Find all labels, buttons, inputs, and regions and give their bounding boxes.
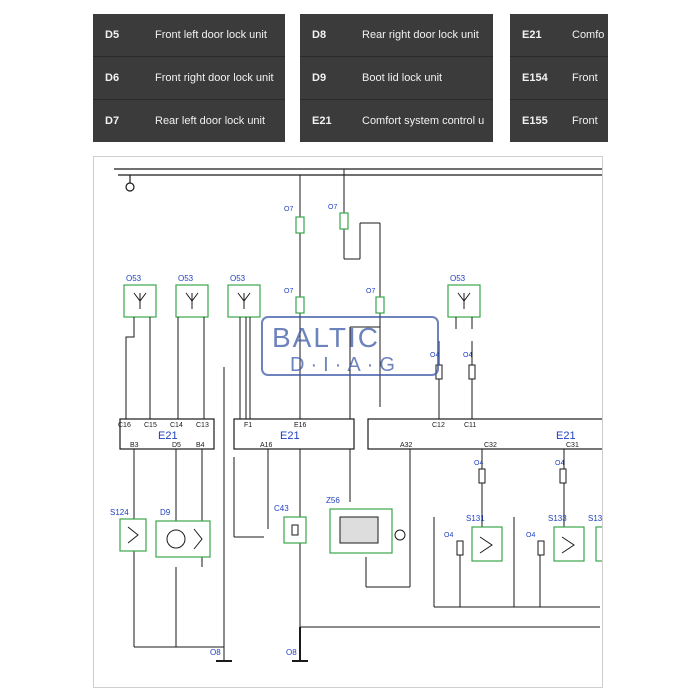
ground-group [216,627,308,662]
ground-label: O8 [286,648,297,657]
antenna-group [123,284,481,318]
pin-label: A32 [400,442,413,449]
legend-code: D6 [105,72,120,84]
antenna-label: O53 [178,274,194,283]
component-label: S131 [466,514,485,523]
fuse-group [295,212,385,314]
legend-row: E21 Comfo [510,14,608,57]
fuse-label: O7 [284,206,293,213]
legend-row: D9 Boot lid lock unit [300,57,493,100]
legend-code: E155 [522,115,548,127]
legend-row: D6 Front right door lock unit [93,57,285,100]
module-boxes [119,418,602,450]
component-details [127,516,575,554]
pin-label: C31 [566,442,579,449]
component-label: S124 [110,508,129,517]
connector-label: O4 [555,460,564,467]
legend-row: D5 Front left door lock unit [93,14,285,57]
pin-label: C11 [464,422,476,429]
pin-label: C12 [432,422,445,429]
pin-label: C32 [484,442,497,449]
antenna-label: O53 [230,274,246,283]
legend-desc: Rear right door lock unit [362,29,479,41]
component-label: D9 [160,508,171,517]
legend-row: E155 Front [510,100,608,142]
pin-label: C16 [118,422,131,429]
legend-row: D7 Rear left door lock unit [93,100,285,142]
pin-label: B3 [130,442,139,449]
fuse-wires [299,169,381,627]
fuse-label: O7 [284,288,293,295]
pin-label: E16 [294,422,307,429]
legend-row: E21 Comfort system control u [300,100,493,142]
pin-label: C13 [196,422,209,429]
module-title: E21 [280,430,300,442]
component-label: S13 [588,514,602,523]
legend-code: D9 [312,72,327,84]
watermark-top: BALTIC [272,322,380,353]
pin-label: D5 [172,442,181,449]
pin-label: A16 [260,442,273,449]
pin-label: B4 [196,442,205,449]
connector-label: O4 [474,460,483,467]
legend-desc: Front right door lock unit [155,72,274,84]
legend-desc: Comfort system control u [362,115,485,127]
fuse-label: O7 [366,288,375,295]
connector-label: O4 [526,532,535,539]
pin-label: C14 [170,422,183,429]
legend-row: E154 Front [510,57,608,100]
legend-desc: Comfo [572,29,605,41]
pin-label: C15 [144,422,157,429]
legend-column-2: D8 Rear right door lock unit D9 Boot lid l… [300,14,493,142]
component-group [119,508,602,562]
connector-label: O4 [463,352,472,359]
legend-code: D8 [312,29,327,41]
wiring-diagram: O7 O7 O7 O7 O53 O53 O53 O53 [110,168,602,662]
legend-code: E21 [522,29,542,41]
legend-desc: Front [572,72,598,84]
legend-desc: Boot lid lock unit [362,72,443,84]
legend-row: D8 Rear right door lock unit [300,14,493,57]
module-title: E21 [556,430,576,442]
lower-wires [133,367,600,661]
legend-code: E154 [522,72,548,84]
antenna-label: O53 [450,274,466,283]
legend-code: E21 [312,115,332,127]
legend-desc: Front [572,115,598,127]
legend-column-1: D5 Front left door lock unit D6 Front righ… [93,14,285,142]
fuse-label: O7 [328,204,337,211]
ground-label: O8 [210,648,221,657]
legend-code: D5 [105,29,120,41]
component-label: Z56 [326,496,340,505]
legend-code: D7 [105,115,120,127]
connector-label: O4 [430,352,439,359]
module-title: E21 [158,430,178,442]
wiring-diagram-panel: O7 O7 O7 O7 O53 O53 O53 O53 [93,156,603,688]
watermark-bottom: D·I·A·G [290,354,401,376]
antenna-label: O53 [126,274,142,283]
watermark-logo: BALTIC D·I·A·G [261,316,439,376]
power-rail [114,168,602,192]
legend-desc: Rear left door lock unit [155,115,266,127]
component-label: S133 [548,514,567,523]
component-label: C43 [274,504,289,513]
legend-desc: Front left door lock unit [155,29,267,41]
connector-label: O4 [444,532,453,539]
pin-label: F1 [244,422,252,429]
